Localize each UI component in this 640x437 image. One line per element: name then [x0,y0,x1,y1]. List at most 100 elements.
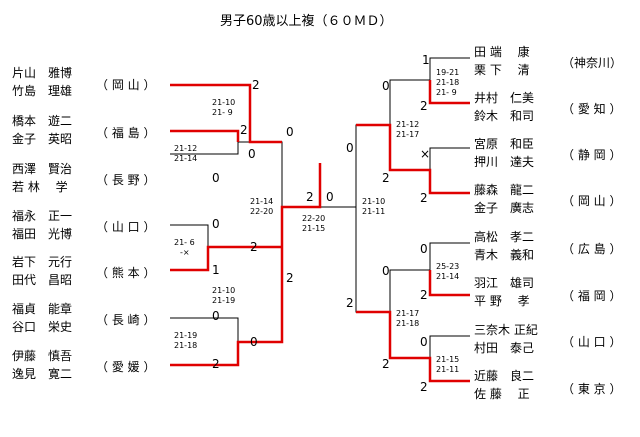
left-pair-1-name-2: 竹島 理雄 [12,84,73,98]
score: 0 [212,217,220,231]
left-pair-1-name-1: 片山 雅博 [12,66,73,80]
bracket-line [355,124,390,313]
game-score: 21-12 [174,144,198,153]
left-pair-4-name-2: 福田 光博 [12,227,73,241]
winner-line [356,310,470,383]
game-score: 21-17 [396,309,420,318]
score: 1 [212,263,220,277]
winner-line [170,247,284,367]
right-pair-3-name-2: 押川 達夫 [474,155,535,169]
left-pair-2-pref: （ 福 島 ） [96,126,156,140]
score: 0 [212,309,220,323]
page-title: 男子60歳以上複（６０ＭＤ） [220,14,393,29]
score: 0 [420,335,428,349]
game-score: 21-10 [212,98,236,107]
game-score: 21-18 [436,78,460,87]
right-pair-3-name-1: 宮原 和臣 [474,137,535,151]
winner-line [356,123,470,195]
right-pair-6-name-2: 平 野 孝 [474,294,530,308]
right-pair-6-pref: （ 福 岡 ） [562,289,622,303]
game-score: 21-14 [250,197,274,206]
left-pair-7-name-1: 伊藤 慎吾 [12,349,73,363]
left-pair-5-name-1: 岩下 元行 [12,255,73,269]
score: 0 [250,335,258,349]
game-score: 21-10 [212,286,236,295]
game-score: 21- 9 [436,88,457,97]
score: 0 [286,125,294,139]
game-score: 22-20 [302,214,326,223]
game-score: 21-12 [396,120,420,129]
winner-line [428,80,470,105]
game-score: 21-14 [436,272,460,281]
game-score: 21-18 [174,341,198,350]
score: 2 [420,288,428,302]
score: 2 [420,380,428,394]
game-score: 21-19 [212,296,236,305]
game-score: 21-11 [362,207,386,216]
game-score: 21-15 [302,224,326,233]
score: 2 [212,357,220,371]
left-pair-6-name-1: 福貞 能章 [12,302,73,316]
score: 2 [420,99,428,113]
right-pair-6-name-1: 羽江 雄司 [474,276,535,290]
left-pair-1-pref: （ 岡 山 ） [96,78,156,92]
score: 0 [382,79,390,93]
game-score: 21-17 [396,130,420,139]
left-pair-3-name-2: 若 林 学 [12,180,68,194]
score: 2 [250,240,258,254]
right-pair-5-pref: （ 広 島 ） [562,242,622,256]
left-pair-3-name-1: 西澤 賢治 [12,162,73,176]
game-score: 25-23 [436,262,460,271]
score: 2 [252,78,260,92]
right-pair-7-name-1: 三奈木 正紀 [474,323,538,337]
score: 2 [420,191,428,205]
right-pair-7-name-2: 村田 泰己 [474,341,535,355]
game-score: 21-15 [436,355,460,364]
right-pair-4-name-2: 金子 廣志 [474,201,535,215]
game-score: 21- 9 [212,108,233,117]
right-pair-8-name-2: 佐 藤 正 [474,387,530,401]
left-pair-6-name-2: 谷口 栄史 [12,320,73,334]
right-pair-1-name-1: 田 端 康 [474,45,530,59]
left-pair-4-pref: （ 山 口 ） [96,220,156,234]
score: 0 [346,141,354,155]
score: 0 [248,147,256,161]
game-score: 19-21 [436,68,460,77]
game-score: 21-11 [436,365,460,374]
game-score: 21-14 [174,154,198,163]
game-score: 22-20 [250,207,274,216]
right-pair-5-name-1: 高松 孝二 [474,230,535,244]
game-score: 21-19 [174,331,198,340]
winner-line [280,163,322,247]
bracket-line [429,147,470,194]
right-pair-2-name-1: 井村 仁美 [474,91,535,105]
winner-line [170,83,282,144]
right-pair-5-name-2: 青木 義和 [474,248,535,262]
right-pair-3-pref: （ 静 岡 ） [562,148,622,162]
winner-line [170,245,282,272]
score: 2 [240,123,248,137]
right-pair-2-name-2: 鈴木 和司 [474,109,535,123]
left-pair-2-name-1: 橋本 遊二 [12,114,73,128]
right-pair-8-name-1: 近藤 良二 [474,369,535,383]
score: 1 [422,53,430,67]
score: 0 [326,190,334,204]
score: 0 [420,242,428,256]
game-score: 21-10 [362,197,386,206]
winner-line [428,270,470,297]
left-pair-7-pref: （ 愛 媛 ） [96,360,156,374]
left-pair-5-name-2: 田代 昌昭 [12,273,73,287]
left-pair-7-name-2: 逸見 寛二 [12,367,73,381]
score: 2 [306,190,314,204]
score: 0 [382,264,390,278]
game-score: 21- 6 [174,238,195,247]
score: 2 [286,271,294,285]
right-pair-7-pref: （ 山 口 ） [562,335,622,349]
game-score: -× [180,248,190,257]
right-pair-2-pref: （ 愛 知 ） [562,102,622,116]
left-pair-3-pref: （ 長 野 ） [96,173,156,187]
score: × [420,147,431,161]
right-pair-1-pref: （神奈川） [562,56,623,70]
left-pair-6-pref: （ 長 崎 ） [96,313,156,327]
